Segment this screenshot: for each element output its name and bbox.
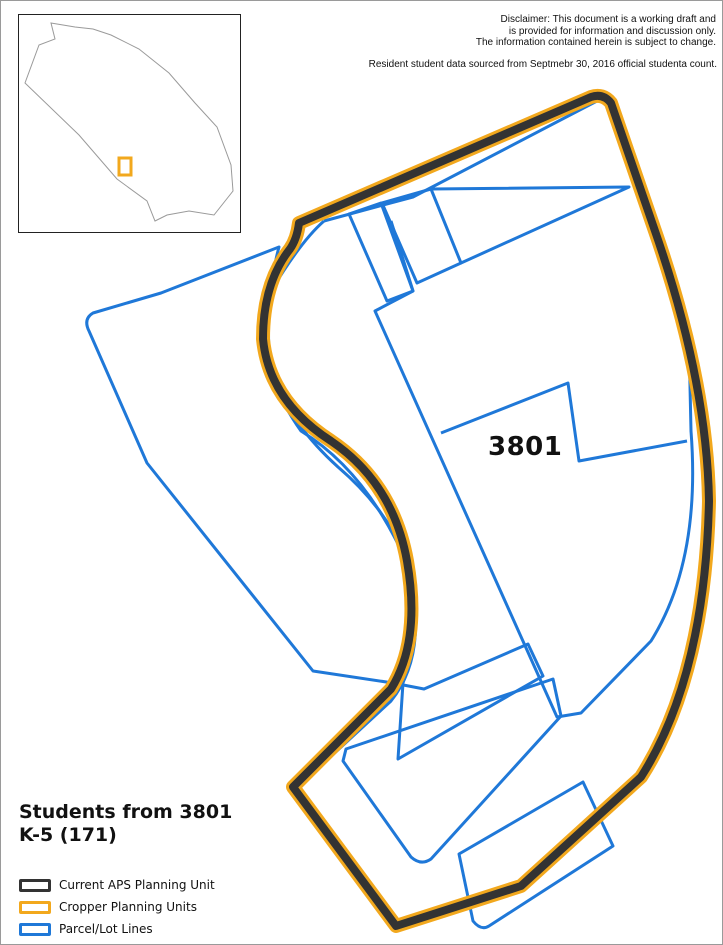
disclaimer-line-3: The information contained herein is subj…: [475, 37, 716, 48]
aps-planning-unit[interactable]: [259, 91, 713, 930]
parcel-south[interactable]: [341, 677, 563, 864]
parcel-inner-notch[interactable]: [440, 381, 688, 463]
legend-swatch-cropper: [19, 900, 51, 914]
county-outline: [24, 22, 234, 222]
legend-label-aps: Current APS Planning Unit: [59, 878, 215, 892]
disclaimer: Disclaimer: This document is a working d…: [476, 14, 716, 49]
legend-label-parcel: Parcel/Lot Lines: [59, 922, 153, 936]
legend-item-cropper[interactable]: Cropper Planning Units: [19, 896, 215, 918]
parcel-southeast[interactable]: [457, 780, 615, 930]
legend-title-line-1: Students from 3801: [19, 801, 233, 823]
legend-item-aps[interactable]: Current APS Planning Unit: [19, 874, 215, 896]
parcel-west[interactable]: [85, 245, 545, 761]
legend-label-cropper: Cropper Planning Units: [59, 900, 197, 914]
legend-swatch-aps: [19, 878, 51, 892]
inset-map-svg: [24, 22, 234, 222]
disclaimer-line-1: Disclaimer: This document is a working d…: [500, 14, 716, 25]
disclaimer-line-2: is provided for information and discussi…: [508, 25, 716, 37]
legend: Current APS Planning Unit Cropper Planni…: [19, 874, 215, 940]
legend-title-line-2: K-5 (171): [19, 824, 117, 846]
parcel-north-strip[interactable]: [347, 201, 415, 303]
data-source-note: Resident student data sourced from Septm…: [368, 59, 717, 70]
planning-unit-label: 3801: [488, 432, 563, 462]
parcel-ne-lot[interactable]: [430, 185, 631, 265]
location-marker: [117, 156, 133, 177]
inset-locator-map[interactable]: [18, 14, 241, 233]
legend-item-parcel[interactable]: Parcel/Lot Lines: [19, 918, 215, 940]
legend-title: Students from 3801 K-5 (171): [19, 801, 232, 847]
legend-swatch-parcel: [19, 922, 51, 936]
